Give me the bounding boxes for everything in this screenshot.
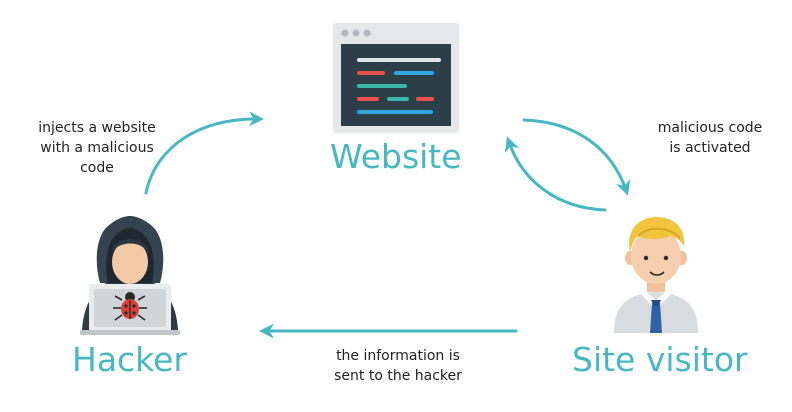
arrow-visitor-to-website — [504, 136, 607, 212]
activated-label-line: malicious code — [657, 120, 763, 136]
activated-label-line: is activated — [669, 140, 751, 156]
businessman-icon — [614, 217, 698, 333]
sent-label-line: the information is — [336, 348, 460, 364]
inject-label-line: code — [80, 160, 114, 176]
arrow-hacker-to-website — [144, 111, 264, 195]
inject-label-line: with a malicious — [40, 140, 154, 156]
sent-label-line: sent to the hacker — [334, 368, 462, 384]
hooded-hacker-laptop-icon — [80, 216, 180, 335]
arrow-website-to-visitor — [522, 118, 631, 196]
activated-label: malicious code is activated — [636, 118, 784, 158]
sent-label: the information is sent to the hacker — [318, 346, 478, 386]
site-visitor-label: Site visitor — [572, 340, 748, 379]
website-label: Website — [330, 137, 462, 176]
inject-label: injects a website with a malicious code — [16, 118, 178, 178]
connectors — [144, 111, 631, 339]
bug-icon — [113, 292, 147, 321]
browser-window-icon — [333, 23, 459, 133]
inject-label-line: injects a website — [38, 120, 156, 136]
hacker-label: Hacker — [72, 340, 187, 379]
